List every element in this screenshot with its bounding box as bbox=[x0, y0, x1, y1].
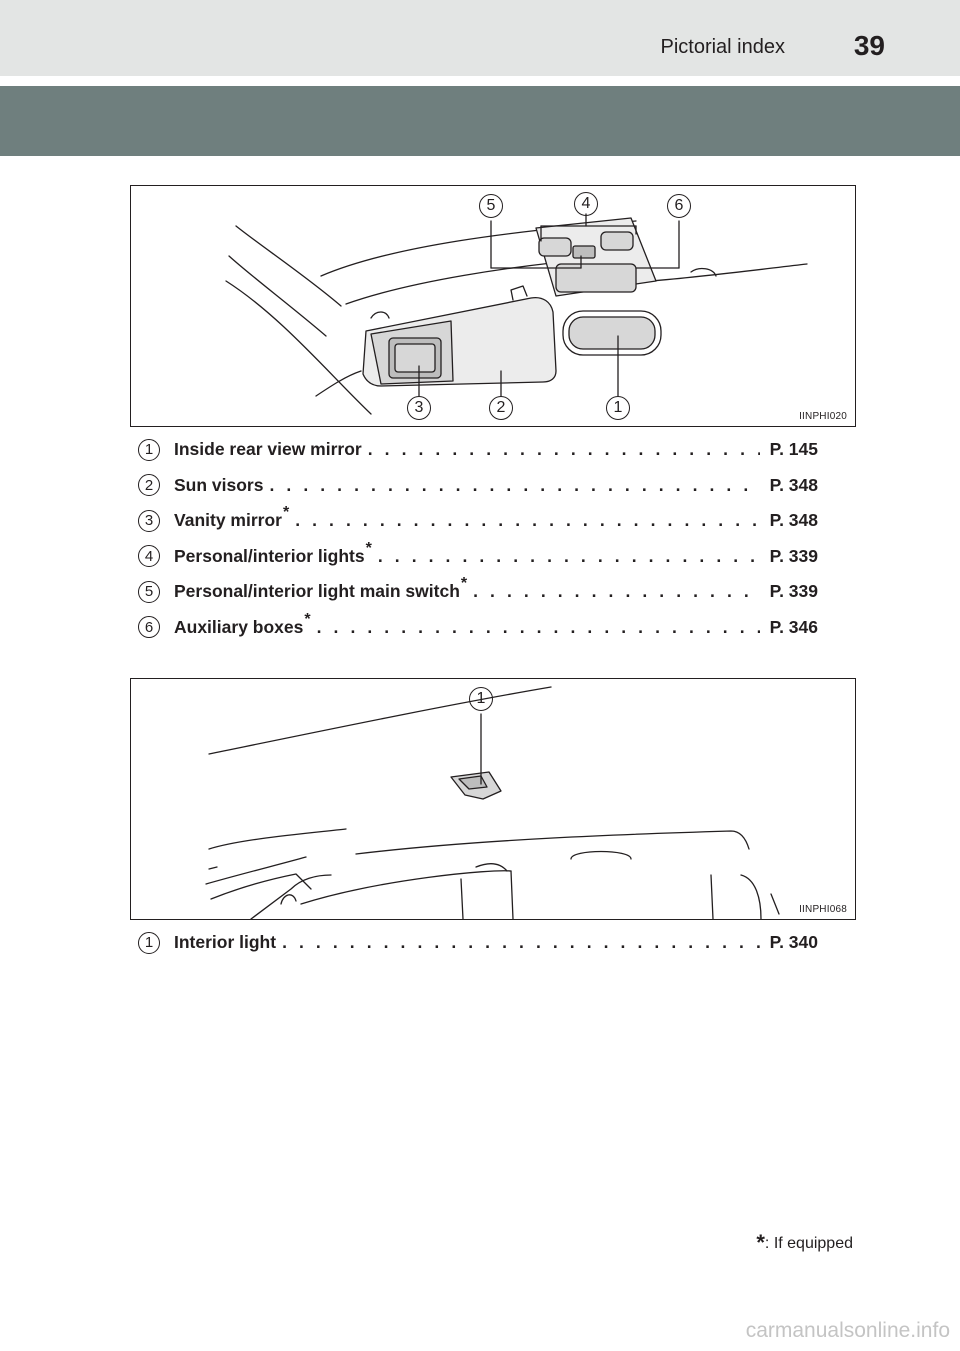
list-item: 1 Inside rear view mirror . . . . . . . … bbox=[138, 432, 818, 468]
callout-3: 3 bbox=[407, 396, 431, 420]
figure-code: IINPHI020 bbox=[799, 411, 847, 422]
footnote-asterisk: * bbox=[756, 1230, 765, 1255]
list-item: 5 Personal/interior light main switch* .… bbox=[138, 574, 818, 610]
figure-code: IINPHI068 bbox=[799, 904, 847, 915]
list-item: 6 Auxiliary boxes* . . . . . . . . . . .… bbox=[138, 610, 818, 646]
dot-leader: . . . . . . . . . . . . . . . . . . . . … bbox=[367, 439, 760, 460]
callout-1: 1 bbox=[606, 396, 630, 420]
list-item: 1 Interior light . . . . . . . . . . . .… bbox=[138, 925, 818, 961]
page-reference-link[interactable]: P. 348 bbox=[769, 474, 818, 495]
item-number: 1 bbox=[138, 438, 160, 461]
equipped-asterisk: * bbox=[460, 575, 468, 593]
page-reference-link[interactable]: P. 339 bbox=[769, 545, 818, 566]
figure-overhead-console: 5 4 6 3 2 1 IINPHI020 bbox=[130, 185, 856, 427]
list-item: 3 Vanity mirror* . . . . . . . . . . . .… bbox=[138, 503, 818, 539]
callout-5: 5 bbox=[479, 194, 503, 218]
dot-leader: . . . . . . . . . . . . . . . . . . . . … bbox=[282, 932, 760, 953]
list-item: 2 Sun visors . . . . . . . . . . . . . .… bbox=[138, 468, 818, 504]
item-label: Vanity mirror* bbox=[174, 504, 290, 531]
callout-4: 4 bbox=[574, 192, 598, 216]
header-band bbox=[0, 86, 960, 156]
overhead-illustration bbox=[225, 213, 808, 415]
top-bar: Pictorial index 39 bbox=[0, 0, 960, 76]
dot-leader: . . . . . . . . . . . . . . . . . . . . … bbox=[295, 510, 759, 531]
page-reference-link[interactable]: P. 348 bbox=[769, 510, 818, 531]
callout-2: 2 bbox=[489, 396, 513, 420]
item-number: 1 bbox=[138, 931, 160, 954]
page-reference-link[interactable]: P. 346 bbox=[769, 616, 818, 637]
page-reference-link[interactable]: P. 340 bbox=[769, 932, 818, 953]
page-reference-link[interactable]: P. 145 bbox=[769, 439, 818, 460]
interior-light-illustration bbox=[205, 686, 780, 919]
equipped-asterisk: * bbox=[365, 539, 372, 557]
dot-leader: . . . . . . . . . . . . . . . . . . . . … bbox=[473, 581, 760, 602]
page-reference-link[interactable]: P. 339 bbox=[769, 581, 818, 602]
watermark: carmanualsonline.info bbox=[745, 1319, 950, 1342]
dot-leader: . . . . . . . . . . . . . . . . . . . . … bbox=[316, 616, 760, 637]
callout-1: 1 bbox=[469, 687, 493, 711]
item-label: Sun visors bbox=[174, 474, 264, 495]
item-number: 5 bbox=[138, 580, 160, 603]
footnote: *: If equipped bbox=[756, 1230, 853, 1256]
item-label: Personal/interior lights* bbox=[174, 539, 372, 566]
item-label: Auxiliary boxes* bbox=[174, 610, 311, 637]
callout-6: 6 bbox=[667, 194, 691, 218]
page-number: 39 bbox=[853, 30, 885, 61]
item-label: Interior light bbox=[174, 932, 277, 953]
footnote-text: : If equipped bbox=[764, 1235, 853, 1252]
item-number: 2 bbox=[138, 474, 160, 497]
equipped-asterisk: * bbox=[282, 504, 290, 522]
item-label: Inside rear view mirror bbox=[174, 439, 362, 460]
item-number: 4 bbox=[138, 545, 160, 568]
dot-leader: . . . . . . . . . . . . . . . . . . . . … bbox=[377, 545, 760, 566]
index-list-interior: 1 Interior light . . . . . . . . . . . .… bbox=[138, 925, 818, 961]
section-title: Pictorial index bbox=[660, 36, 785, 58]
dot-leader: . . . . . . . . . . . . . . . . . . . . … bbox=[269, 474, 759, 495]
figure-interior-light: 1 IINPHI068 bbox=[130, 678, 856, 920]
item-number: 3 bbox=[138, 509, 160, 532]
index-list-overhead: 1 Inside rear view mirror . . . . . . . … bbox=[138, 432, 818, 645]
list-item: 4 Personal/interior lights* . . . . . . … bbox=[138, 539, 818, 575]
equipped-asterisk: * bbox=[304, 610, 311, 628]
item-label: Personal/interior light main switch* bbox=[174, 575, 468, 602]
item-number: 6 bbox=[138, 616, 160, 639]
